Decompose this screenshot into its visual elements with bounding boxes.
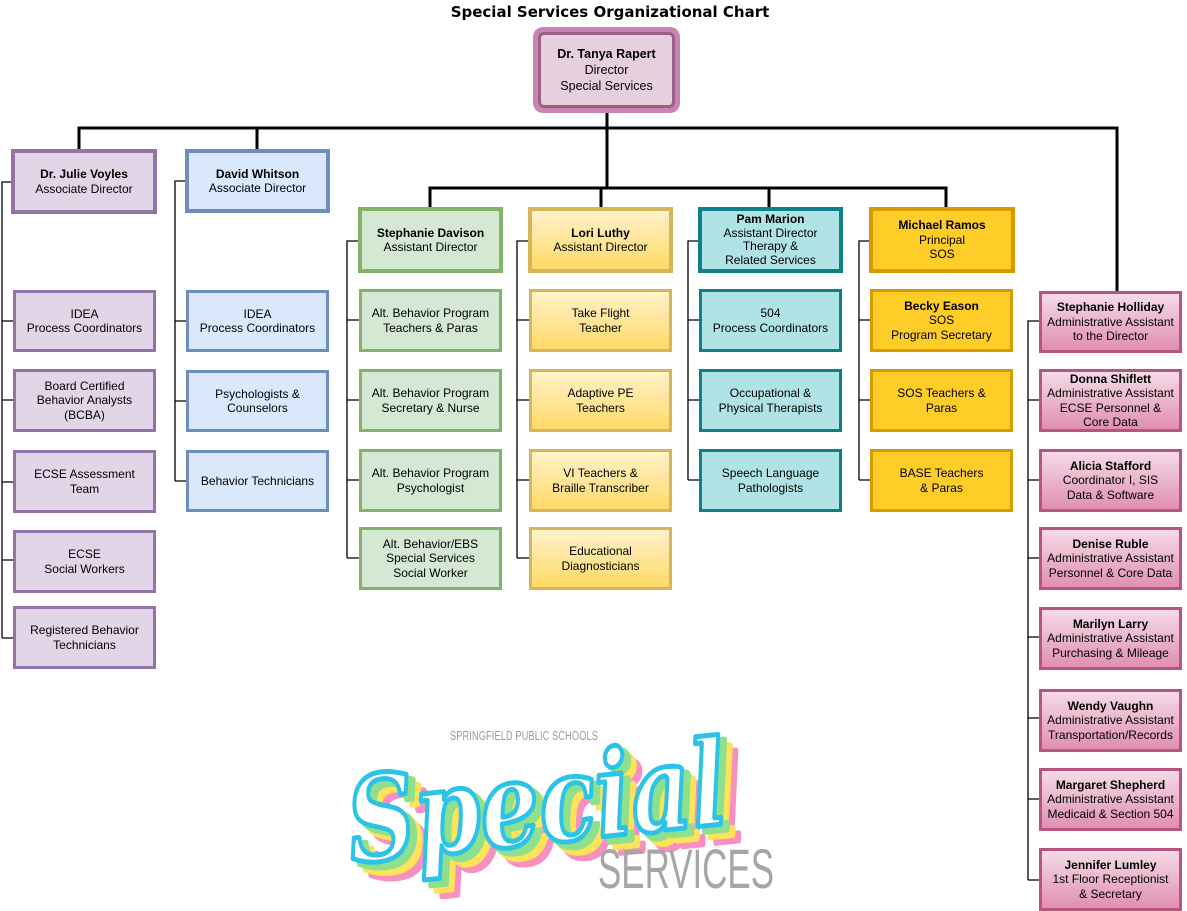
admin-larry: Marilyn Larry Administrative Assistant P… <box>1039 607 1182 670</box>
node-role-2: Personnel & Core Data <box>1048 565 1173 580</box>
davison-report-4: Alt. Behavior/EBS Special Services Socia… <box>359 527 502 590</box>
davison-report-1: Alt. Behavior Program Teachers & Paras <box>359 289 502 352</box>
director-department: Special Services <box>560 79 653 93</box>
node-role: Administrative Assistant <box>1047 713 1174 728</box>
node-role: Administrative Assistant <box>1047 314 1174 329</box>
node-role-2: Medicaid & Section 504 <box>1047 806 1174 821</box>
node-name: Margaret Shepherd <box>1055 777 1166 792</box>
node-role-2: Purchasing & Mileage <box>1052 645 1169 660</box>
node-role-3: Related Services <box>725 252 816 267</box>
node-role-2: SOS <box>929 247 955 262</box>
director-title: Director <box>584 63 629 77</box>
node-name: Lori Luthy <box>571 225 630 240</box>
node-role: Assistant Director <box>383 240 478 254</box>
node-name: Jennifer Lumley <box>1064 857 1157 872</box>
ramos-report-eason: Becky Eason SOS Program Secretary <box>870 289 1013 352</box>
node-name: Donna Shiflett <box>1069 371 1152 386</box>
logo-bottom-text: SERVICES <box>598 837 774 899</box>
node-name: Denise Ruble <box>1072 536 1149 551</box>
node-role: Coordinator I, SIS <box>1062 473 1159 488</box>
node-name: Pam Marion <box>736 212 805 226</box>
node-role-3: Core Data <box>1083 415 1138 429</box>
voyles-report-5: Registered Behavior Technicians <box>13 606 156 669</box>
node-name: Wendy Vaughn <box>1067 698 1154 713</box>
associate-director-voyles: Dr. Julie Voyles Associate Director <box>11 149 157 214</box>
node-name: Stephanie Davison <box>376 225 485 240</box>
chart-title: Special Services Organizational Chart <box>450 3 770 21</box>
admin-vaughn: Wendy Vaughn Administrative Assistant Tr… <box>1039 689 1182 752</box>
node-name: Stephanie Holliday <box>1056 300 1165 315</box>
node-role-2: to the Director <box>1072 329 1149 344</box>
node-role: 1st Floor Receptionist <box>1052 872 1169 887</box>
marion-report-3: Speech Language Pathologists <box>699 449 842 512</box>
voyles-report-3: ECSE Assessment Team <box>13 450 156 513</box>
special-services-logo: SPRINGFIELD PUBLIC SCHOOLS Special Speci… <box>340 710 774 899</box>
admin-ruble: Denise Ruble Administrative Assistant Pe… <box>1039 527 1182 590</box>
logo-top-text: SPRINGFIELD PUBLIC SCHOOLS <box>450 728 598 743</box>
node-name: Alicia Stafford <box>1069 458 1152 473</box>
node-name: David Whitson <box>215 166 300 181</box>
luthy-report-4: Educational Diagnosticians <box>529 527 672 590</box>
marion-report-2: Occupational & Physical Therapists <box>699 369 842 432</box>
davison-report-2: Alt. Behavior Program Secretary & Nurse <box>359 369 502 432</box>
assistant-director-davison: Stephanie Davison Assistant Director <box>358 207 503 273</box>
assistant-director-luthy: Lori Luthy Assistant Director <box>528 207 673 273</box>
node-role: SOS <box>928 313 955 328</box>
luthy-report-2: Adaptive PE Teachers <box>529 369 672 432</box>
admin-holliday: Stephanie Holliday Administrative Assist… <box>1039 291 1182 353</box>
associate-director-whitson: David Whitson Associate Director <box>185 149 330 213</box>
node-role: Administrative Assistant <box>1047 551 1174 566</box>
node-name: Marilyn Larry <box>1072 616 1149 631</box>
node-role: Principal <box>918 232 966 247</box>
whitson-report-3: Behavior Technicians <box>186 450 329 512</box>
marion-report-1: 504 Process Coordinators <box>699 289 842 352</box>
luthy-report-3: VI Teachers & Braille Transcriber <box>529 449 672 512</box>
node-role: Administrative Assistant <box>1047 792 1174 807</box>
davison-report-3: Alt. Behavior Program Psychologist <box>359 449 502 512</box>
admin-shepherd: Margaret Shepherd Administrative Assista… <box>1039 768 1182 831</box>
node-role-2: & Secretary <box>1079 886 1142 901</box>
node-name: Michael Ramos <box>898 218 986 233</box>
node-role-2: Data & Software <box>1066 487 1155 502</box>
node-role-2: Therapy & <box>742 239 799 253</box>
ramos-report-2: SOS Teachers & Paras <box>870 369 1013 432</box>
node-role: Assistant Director <box>553 240 648 254</box>
node-role: Associate Director <box>35 181 133 196</box>
node-role: Administrative Assistant <box>1047 631 1174 646</box>
director-node: Dr. Tanya Rapert Director Special Servic… <box>533 27 680 113</box>
director-name: Dr. Tanya Rapert <box>557 47 656 61</box>
voyles-report-2: Board Certified Behavior Analysts (BCBA) <box>13 369 156 432</box>
principal-ramos: Michael Ramos Principal SOS <box>869 207 1015 273</box>
assistant-director-marion: Pam Marion Assistant Director Therapy & … <box>698 207 843 273</box>
whitson-report-1: IDEA Process Coordinators <box>186 290 329 352</box>
voyles-report-1: IDEA Process Coordinators <box>13 290 156 352</box>
luthy-report-1: Take Flight Teacher <box>529 289 672 352</box>
ramos-report-3: BASE Teachers & Paras <box>870 449 1013 512</box>
node-name: Dr. Julie Voyles <box>40 167 128 181</box>
admin-stafford: Alicia Stafford Coordinator I, SIS Data … <box>1039 449 1182 512</box>
node-role-2: Program Secretary <box>891 327 992 342</box>
admin-lumley: Jennifer Lumley 1st Floor Receptionist &… <box>1039 848 1182 911</box>
node-role: Assistant Director <box>723 225 818 240</box>
node-role-2: ECSE Personnel & <box>1059 400 1162 415</box>
admin-shiflett: Donna Shiflett Administrative Assistant … <box>1039 369 1182 432</box>
node-name: Becky Eason <box>904 298 979 313</box>
voyles-report-4: ECSE Social Workers <box>13 530 156 593</box>
node-role-2: Transportation/Records <box>1048 727 1173 742</box>
node-role: Associate Director <box>208 181 307 195</box>
node-role: Administrative Assistant <box>1047 386 1174 400</box>
whitson-report-2: Psychologists & Counselors <box>186 370 329 432</box>
